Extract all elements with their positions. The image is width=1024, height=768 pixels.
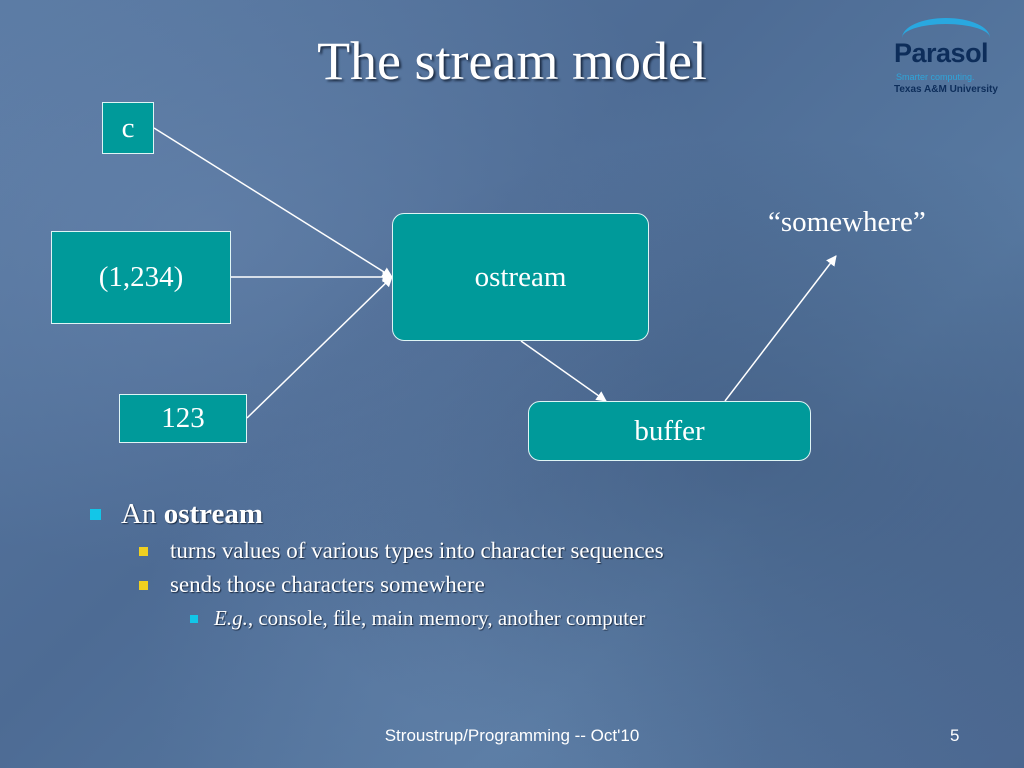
bullet-sub-3: E.g., console, file, main memory, anothe…	[190, 606, 645, 631]
bullet-square-icon	[190, 614, 198, 623]
arrow-num-to-ostream	[246, 276, 393, 419]
bullet-sub-1-text: turns values of various types into chara…	[170, 538, 664, 563]
bullet-square-icon	[90, 509, 101, 520]
destination-label: “somewhere”	[768, 206, 926, 238]
bullet-sub-1: turns values of various types into chara…	[139, 538, 664, 564]
bullet-square-icon	[139, 546, 148, 556]
page-number: 5	[950, 726, 960, 745]
bullet-main-prefix: An	[121, 498, 164, 530]
parasol-logo: Parasol Smarter computing. Texas A&M Uni…	[888, 14, 1008, 98]
node-c: c	[102, 102, 154, 154]
footer-text: Stroustrup/Programming -- Oct'10	[384, 726, 640, 745]
slide-title: The stream model	[317, 31, 707, 91]
node-pair: (1,234)	[51, 231, 231, 324]
arrow-buffer-to-somewhere	[724, 255, 837, 402]
logo-name: Parasol	[894, 38, 989, 68]
logo-arc-icon	[902, 18, 990, 58]
bullet-sub-2: sends those characters somewhere	[139, 572, 485, 598]
logo-institution: Texas A&M University	[894, 84, 998, 95]
node-num: 123	[119, 394, 247, 443]
arrow-c-to-ostream	[153, 127, 393, 278]
node-ostream: ostream	[392, 213, 649, 341]
bullet-sub-3-italic: E.g.	[214, 606, 248, 630]
bullet-main: An ostream	[90, 498, 263, 531]
bullet-main-bold: ostream	[163, 498, 264, 530]
bullet-sub-2-text: sends those characters somewhere	[170, 572, 485, 597]
bullet-sub-3-text: , console, file, main memory, another co…	[247, 606, 646, 630]
bullet-square-icon	[139, 580, 148, 590]
arrow-ostream-to-buffer	[520, 340, 607, 402]
logo-tagline: Smarter computing.	[896, 72, 975, 82]
node-buffer: buffer	[528, 401, 811, 461]
